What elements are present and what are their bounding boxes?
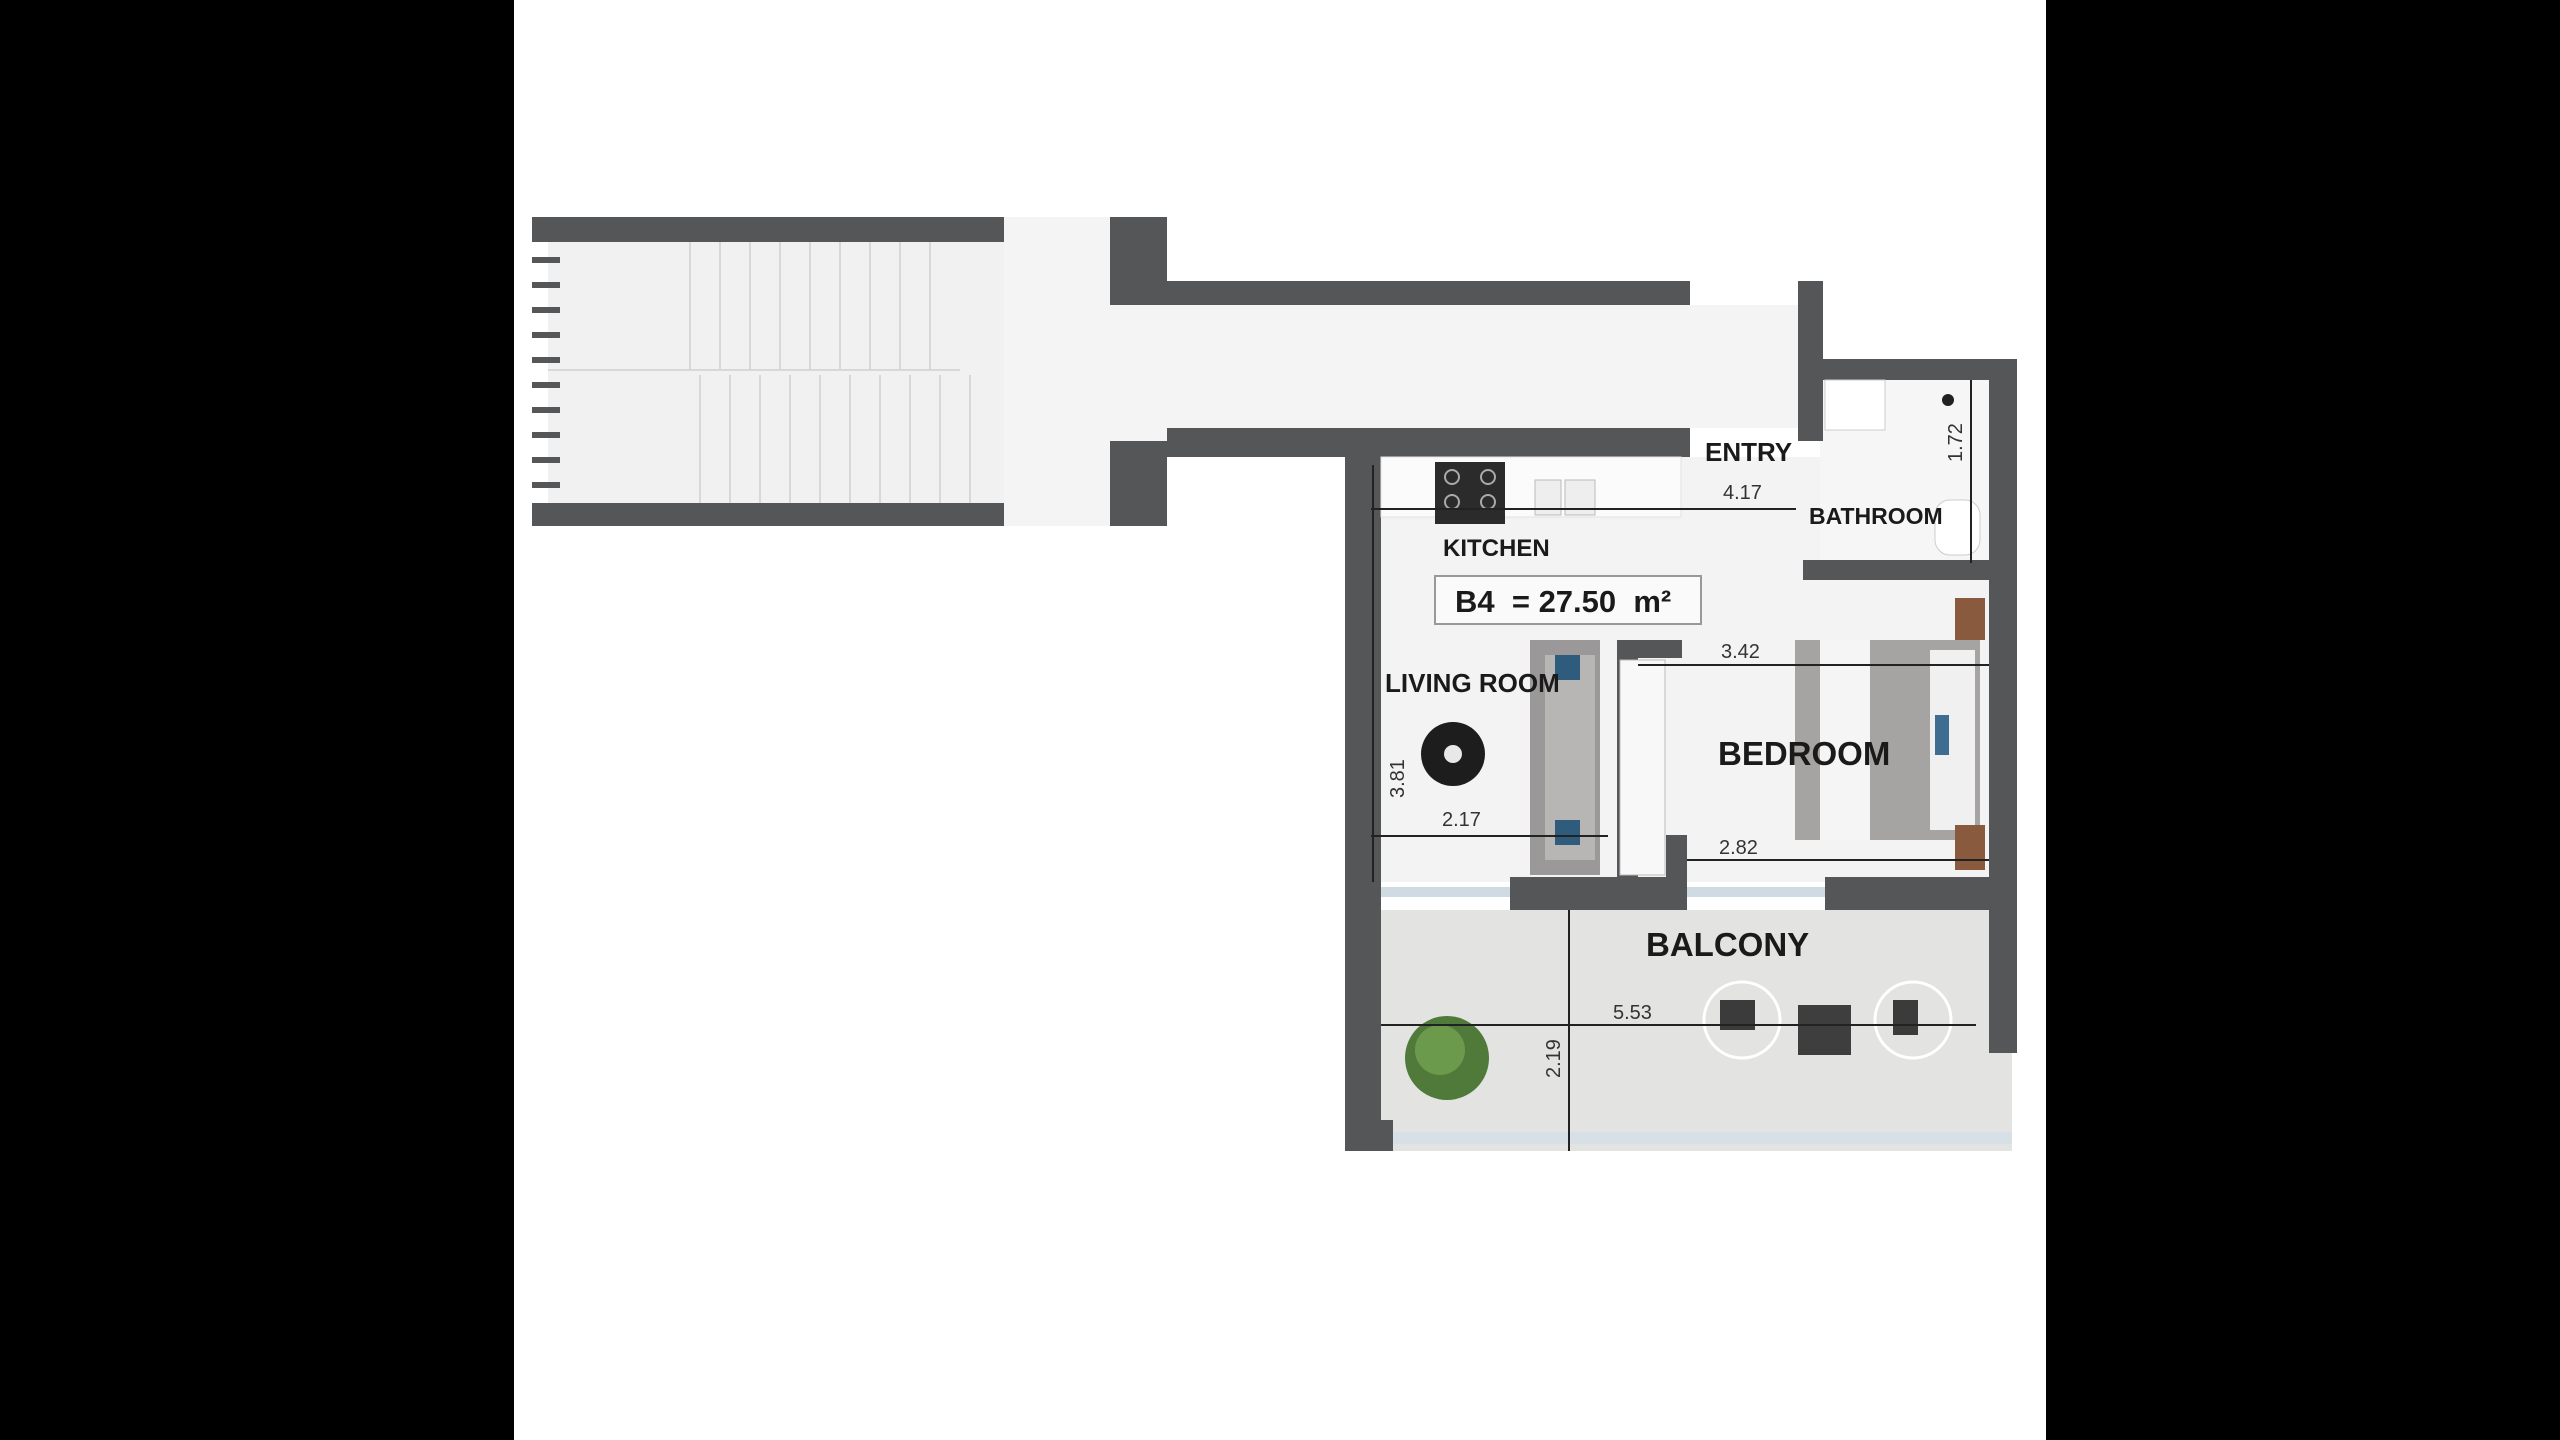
round-rug xyxy=(1421,722,1485,786)
room-label-entry: ENTRY xyxy=(1705,437,1792,467)
dimension-bathroom-depth: 1.72 xyxy=(1945,423,1967,462)
stair-floor xyxy=(548,242,1004,504)
unit-area-box xyxy=(1434,575,1702,625)
living-window xyxy=(1381,887,1510,897)
room-label-kitchen: KITCHEN xyxy=(1443,535,1550,562)
bed xyxy=(1795,598,1985,870)
bedroom-window xyxy=(1687,887,1825,897)
dimension-living-depth: 3.81 xyxy=(1387,759,1409,798)
cooktop-icon xyxy=(1435,462,1505,524)
room-label-balcony: BALCONY xyxy=(1646,926,1809,963)
nightstand xyxy=(1955,598,1985,640)
staircase xyxy=(548,242,971,504)
unit-area-label: B4 = 27.50 m² xyxy=(1455,584,1671,619)
balcony-railing xyxy=(1393,1132,2012,1144)
dimension-bedroom-width-bottom: 2.82 xyxy=(1719,837,1758,859)
room-label-bedroom: BEDROOM xyxy=(1718,735,1890,772)
walls xyxy=(532,217,2017,1151)
toilet-icon xyxy=(1934,499,1981,556)
dimension-living-width: 2.17 xyxy=(1442,809,1481,831)
dimension-balcony-width: 5.53 xyxy=(1613,1002,1652,1024)
dimension-lines xyxy=(1371,380,1989,1151)
dimension-kitchen-width: 4.17 xyxy=(1723,482,1762,504)
room-label-bathroom: BATHROOM xyxy=(1809,503,1943,529)
stair-railing-hatch xyxy=(532,257,560,488)
dimension-balcony-depth: 2.19 xyxy=(1543,1039,1565,1078)
wardrobe xyxy=(1619,659,1666,876)
corridor-floor xyxy=(1167,305,1807,428)
dimension-bedroom-width-top: 3.42 xyxy=(1721,641,1760,663)
kitchen-counter xyxy=(1380,456,1682,524)
room-label-living-room: LIVING ROOM xyxy=(1385,668,1560,698)
balcony-furniture xyxy=(1405,980,1953,1100)
bathroom-fixtures xyxy=(1824,379,1981,556)
